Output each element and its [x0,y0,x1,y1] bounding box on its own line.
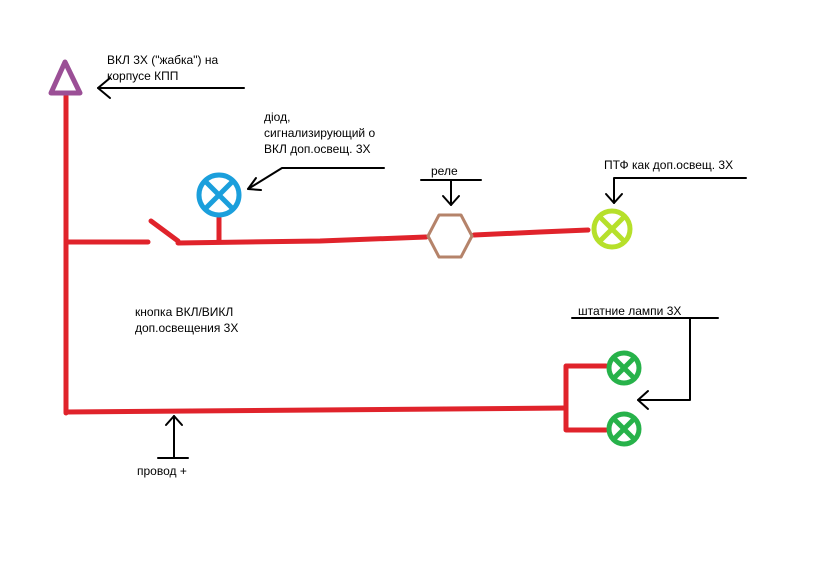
upper-wire-to-relay [175,234,429,246]
arrow-diode-line [247,167,385,190]
arrow-diode-head [247,177,262,191]
label-diode: діод, сигнализирующий о ВКЛ доп.освещ. 3… [264,109,375,157]
label-stock-lamps: штатние лампи 3Х [578,304,682,318]
label-triangle-switch-line-1: ВКЛ 3Х ("жабка") на [107,53,219,67]
arrow-fog-line [613,177,747,204]
arrow-stock-head [637,390,649,410]
fog-lamp-icon [591,208,633,250]
label-button-line-2: доп.освещения 3Х [135,321,239,335]
label-diode-line-1: діод, [264,110,291,124]
label-diode-line-3: ВКЛ доп.освещ. 3Х [264,142,371,156]
lower-wire [63,405,569,415]
label-wire-plus: провод + [137,464,187,478]
stock-lamp-upper-icon [606,350,642,386]
arrow-fog-head [605,193,623,204]
label-diode-line-2: сигнализирующий о [264,126,376,140]
arrow-plus-head [165,415,183,426]
arrow-relay-head [442,195,460,206]
label-fog-lamp: ПТФ как доп.освещ. 3Х [604,158,734,172]
arrow-stock-line [637,317,691,401]
wire-relay-to-fog-lamp [471,227,591,238]
label-triangle-switch: ВКЛ 3Х ("жабка") на корпусе КПП [107,52,218,84]
branch-to-upper-lamp [563,363,609,413]
arrow-triangle-head [97,77,111,99]
label-relay: реле [431,164,458,178]
indicator-lamp-icon [196,172,242,218]
label-button: кнопка ВКЛ/ВИКЛ доп.освещения 3Х [135,304,238,336]
stock-lamp-lower-icon [606,411,642,447]
label-button-line-1: кнопка ВКЛ/ВИКЛ [135,305,234,319]
hexagon-relay-icon [426,213,474,259]
wires [63,93,609,433]
switch-contact [148,218,181,244]
branch-to-lower-lamp [563,405,609,433]
label-triangle-switch-line-2: корпусе КПП [107,69,179,83]
pointer-arrows [97,77,747,459]
triangle-icon [48,59,83,96]
